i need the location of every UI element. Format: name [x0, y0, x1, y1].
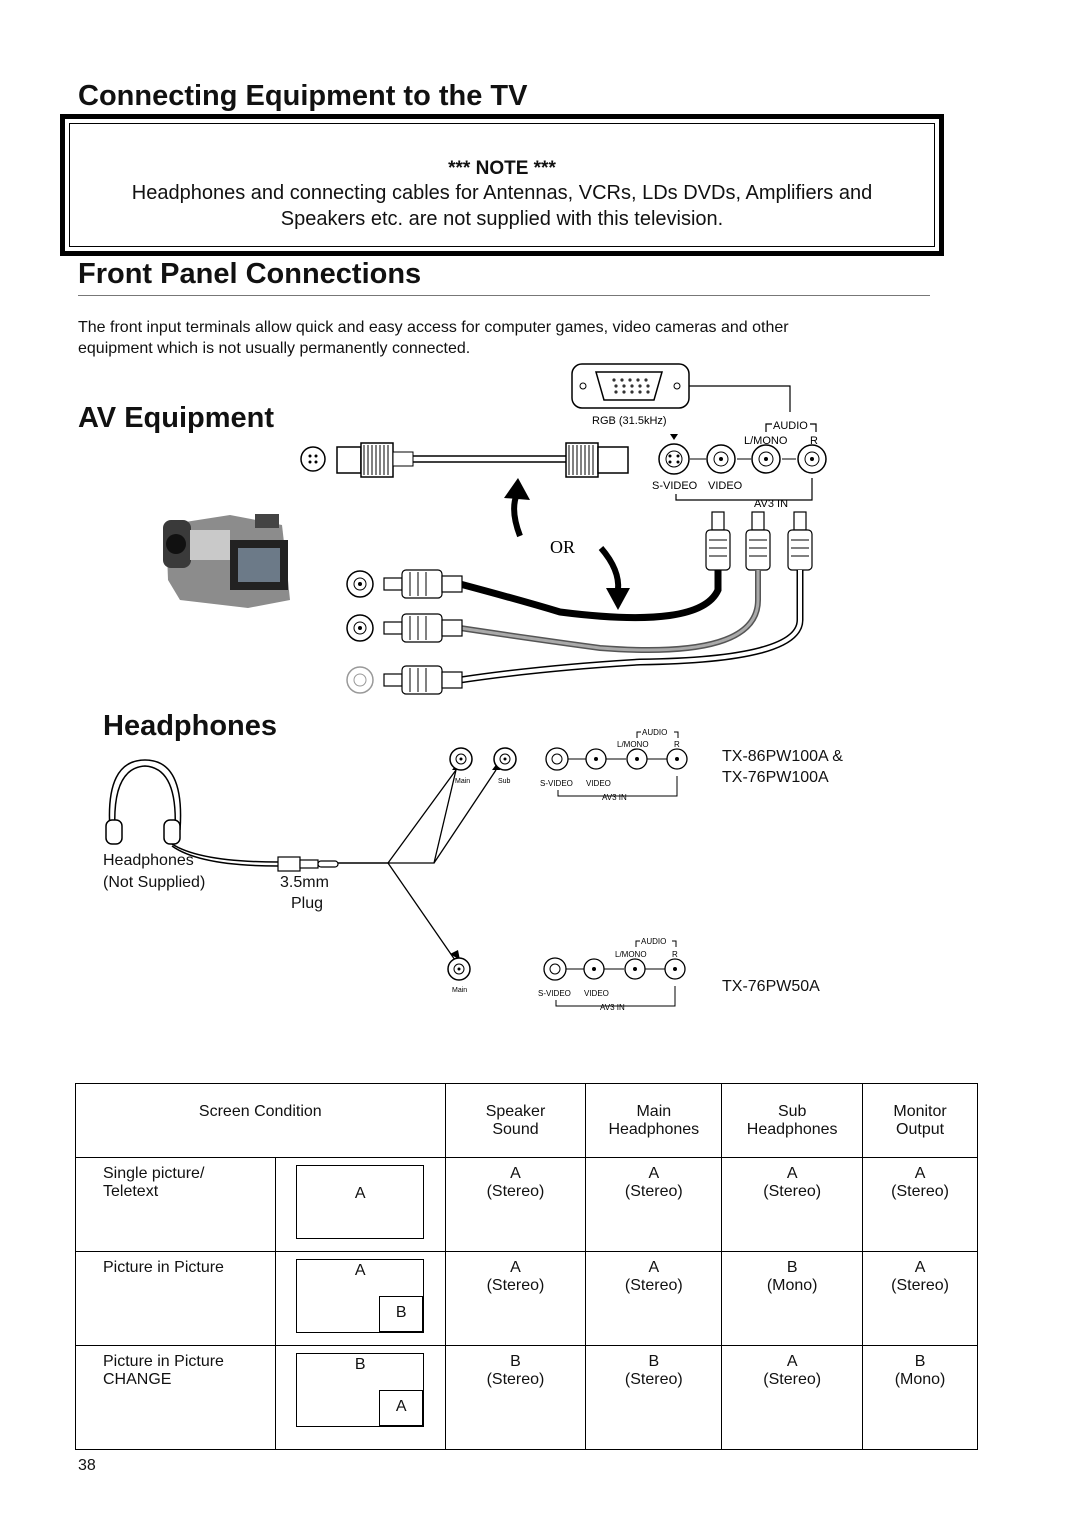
- av3-label-small-2: AV3 IN: [600, 1003, 625, 1012]
- cell-speaker: A(Stereo): [444, 1157, 587, 1252]
- audio-r-jack-icon: [797, 444, 827, 474]
- camcorder-icon: [163, 514, 290, 608]
- av3-panel-2: AUDIO L/MONO R S-VIDEO VIDEO AV3 IN: [538, 937, 686, 1012]
- intro-line-1: The front input terminals allow quick an…: [78, 319, 789, 336]
- cell-sub: A(Stereo): [721, 1345, 864, 1450]
- note-box: *** NOTE *** Headphones and connecting c…: [60, 114, 944, 256]
- main-jack-label-2: Main: [452, 987, 467, 994]
- lmono-label-small: L/MONO: [617, 740, 649, 749]
- section-rule: [78, 295, 930, 296]
- headphones-connection-diagram: Main Sub AUDIO L/MONO R S-VIDEO VIDEO AV…: [105, 728, 688, 1012]
- row-screen-diagram: A: [274, 1157, 446, 1252]
- av3-label-small: AV3 IN: [602, 793, 627, 802]
- plug-size-label: 3.5mm: [280, 874, 329, 891]
- front-panel-title: Front Panel Connections: [78, 258, 422, 290]
- svideo-label-small-2: S-VIDEO: [538, 989, 571, 998]
- video-label: VIDEO: [708, 480, 743, 492]
- sub-jack-label: Sub: [498, 778, 511, 785]
- note-line-2: Speakers etc. are not supplied with this…: [280, 208, 724, 230]
- main-jack-label: Main: [455, 778, 470, 785]
- headphones-icon: [105, 759, 279, 867]
- screen-diagram: A: [296, 1165, 425, 1239]
- note-inner-frame: *** NOTE *** Headphones and connecting c…: [69, 123, 935, 247]
- svideo-jack-icon: [658, 443, 690, 475]
- r-label-small: R: [674, 740, 680, 749]
- cell-main: A(Stereo): [585, 1157, 723, 1252]
- lmono-label: L/MONO: [744, 435, 788, 447]
- audio-l-jack-icon: [751, 444, 781, 474]
- table-row: Single picture/Teletext A A(Stereo) A(St…: [75, 1157, 978, 1252]
- audio-label-small: AUDIO: [642, 728, 667, 737]
- pip-inset: B: [379, 1296, 424, 1332]
- plug-icon: [277, 856, 339, 872]
- video-label-small: VIDEO: [586, 779, 611, 788]
- av3-panel-1: AUDIO L/MONO R S-VIDEO VIDEO AV3 IN: [540, 728, 688, 802]
- source-jack-audio-l-icon: [346, 614, 374, 642]
- cell-main: B(Stereo): [585, 1345, 723, 1450]
- page-number: 38: [78, 1457, 96, 1474]
- intro-line-2: equipment which is not usually permanent…: [78, 340, 471, 357]
- model-label-3: TX-76PW50A: [722, 978, 820, 995]
- av-connection-diagram: RGB (31.5kHz) AUDIO L/MONO R S-VIDEO VID…: [163, 363, 827, 695]
- note-line-1: Headphones and connecting cables for Ant…: [131, 182, 873, 204]
- headphones-label: Headphones: [103, 852, 194, 869]
- av3-label: AV3 IN: [754, 498, 788, 510]
- rgb-label: RGB (31.5kHz): [592, 415, 667, 427]
- svideo-label-small: S-VIDEO: [540, 779, 573, 788]
- cell-speaker: B(Stereo): [444, 1345, 587, 1450]
- svideo-label: S-VIDEO: [652, 480, 698, 492]
- row-condition-name: Picture in Picture: [75, 1251, 276, 1346]
- headphones-title: Headphones: [103, 710, 278, 742]
- pip-inset: A: [379, 1390, 424, 1426]
- main-headphone-jack-icon: [449, 747, 473, 771]
- cell-monitor: A(Stereo): [862, 1251, 978, 1346]
- r-label-small-2: R: [672, 950, 678, 959]
- model-label-2: TX-76PW100A: [722, 769, 829, 786]
- audio-label-small-2: AUDIO: [641, 937, 666, 946]
- av-equipment-title: AV Equipment: [78, 402, 275, 434]
- cell-monitor: B(Mono): [862, 1345, 978, 1450]
- cell-monitor: A(Stereo): [862, 1157, 978, 1252]
- cell-main: A(Stereo): [585, 1251, 723, 1346]
- source-rca-plugs-icon: [383, 569, 463, 695]
- header-screen-condition: Screen Condition: [75, 1083, 446, 1158]
- r-label: R: [810, 435, 818, 447]
- cell-sub: A(Stereo): [721, 1157, 864, 1252]
- note-heading: *** NOTE ***: [448, 158, 556, 179]
- lmono-label-small-2: L/MONO: [615, 950, 647, 959]
- source-jack-video-icon: [346, 570, 374, 598]
- svideo-cable-icon: [300, 442, 629, 478]
- row-condition-name: Single picture/Teletext: [75, 1157, 276, 1252]
- cell-sub: B(Mono): [721, 1251, 864, 1346]
- main-headphone-jack-2-icon: [447, 957, 471, 981]
- not-supplied-label: (Not Supplied): [103, 874, 206, 891]
- video-jack-icon: [706, 444, 736, 474]
- model-label-1: TX-86PW100A &: [722, 748, 843, 765]
- sub-headphone-jack-icon: [493, 747, 517, 771]
- audio-label: AUDIO: [773, 420, 808, 432]
- or-label: OR: [550, 537, 575, 557]
- plug-label: Plug: [291, 895, 324, 912]
- page-title: Connecting Equipment to the TV: [78, 80, 528, 112]
- video-label-small-2: VIDEO: [584, 989, 609, 998]
- cell-speaker: A(Stereo): [444, 1251, 587, 1346]
- rgb-connector-icon: [571, 363, 690, 409]
- source-jack-audio-r-icon: [346, 666, 374, 694]
- rca-plugs-icon: [705, 511, 813, 571]
